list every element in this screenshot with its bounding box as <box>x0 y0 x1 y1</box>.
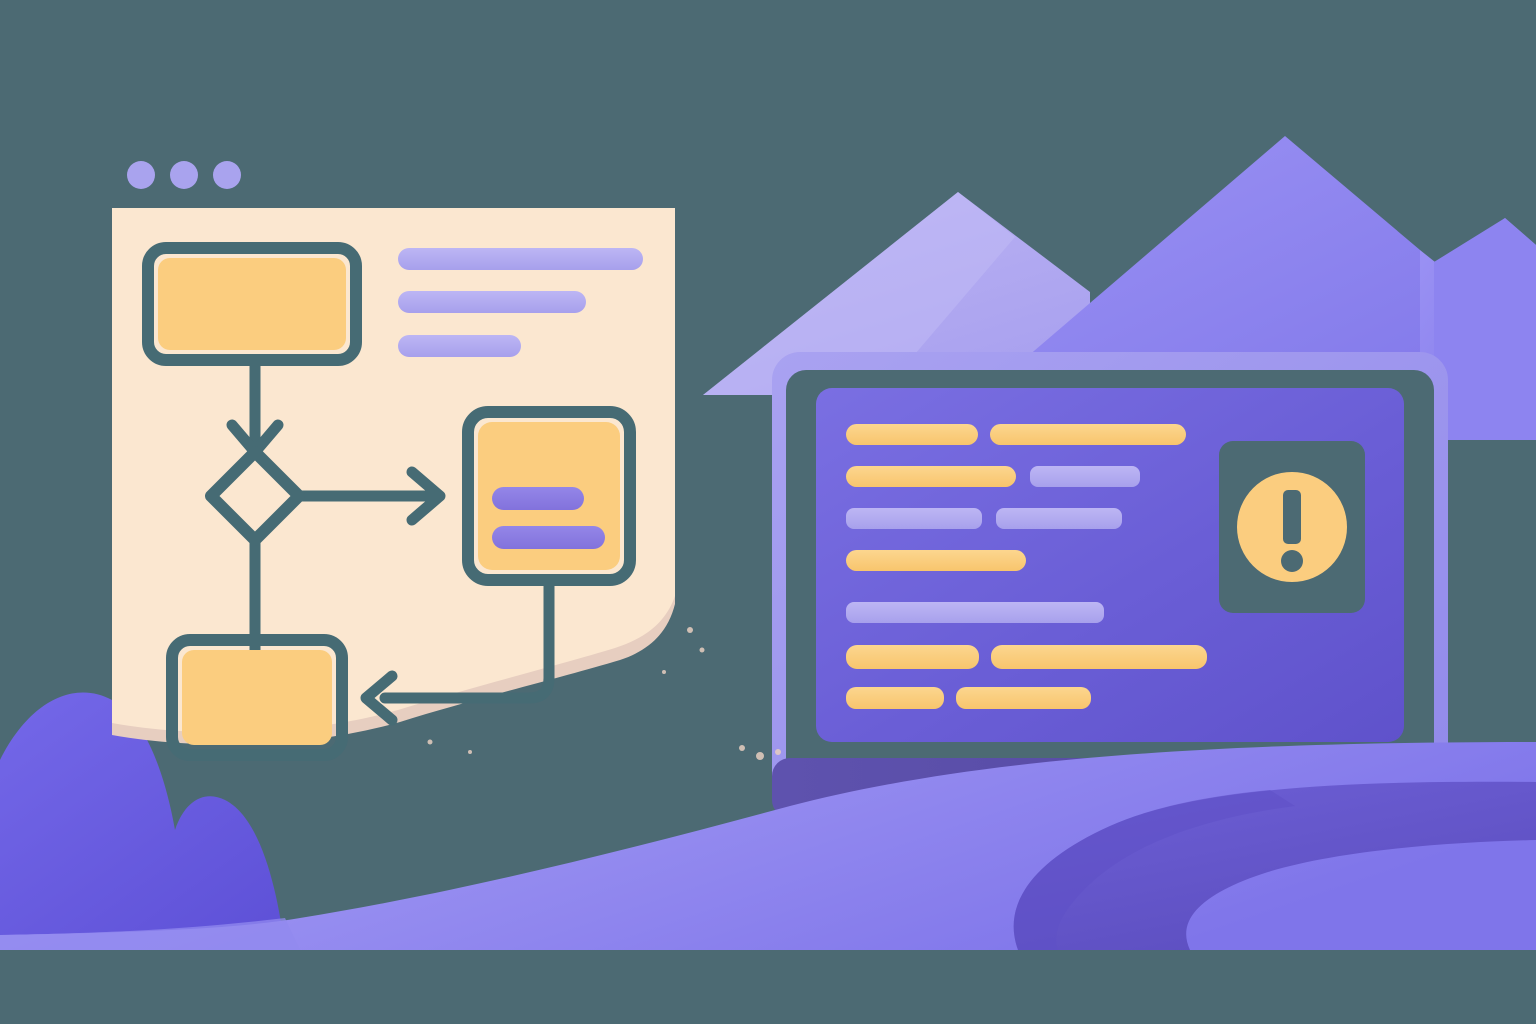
node-field-1 <box>492 487 584 510</box>
code-token <box>846 550 1026 571</box>
code-token <box>846 687 944 709</box>
code-token <box>996 508 1122 529</box>
monitor[interactable] <box>772 352 1448 940</box>
code-token <box>991 645 1207 669</box>
node-decision[interactable] <box>205 446 305 546</box>
text-line-3 <box>398 335 521 357</box>
node-field-2 <box>492 526 605 549</box>
code-token <box>846 602 1104 623</box>
code-token <box>990 424 1186 445</box>
code-token <box>846 424 978 445</box>
panel-edge-flecks <box>427 627 781 760</box>
node-start[interactable] <box>142 242 362 366</box>
arrowhead-right-detail <box>406 466 446 526</box>
mountain-back-peak <box>703 192 1090 395</box>
text-line-2 <box>398 291 586 313</box>
window-dot-3[interactable] <box>213 161 241 189</box>
flowchart-window[interactable] <box>112 161 675 761</box>
flowchart-text-lines <box>398 248 643 357</box>
code-token <box>1030 466 1140 487</box>
warning-panel[interactable] <box>1219 441 1365 613</box>
text-line-1 <box>398 248 643 270</box>
arrowhead-left-end <box>360 670 398 726</box>
code-token <box>846 645 979 669</box>
code-token <box>846 508 982 529</box>
code-block <box>846 424 1207 709</box>
code-token <box>956 687 1091 709</box>
node-detail[interactable] <box>462 406 636 586</box>
window-dot-2[interactable] <box>170 161 198 189</box>
warning-icon <box>1237 472 1347 582</box>
window-dot-1[interactable] <box>127 161 155 189</box>
hills-left <box>0 692 285 950</box>
winding-river <box>1013 781 1536 950</box>
connector-detail-to-end <box>379 574 555 704</box>
node-end[interactable] <box>166 634 348 761</box>
code-token <box>846 466 1016 487</box>
